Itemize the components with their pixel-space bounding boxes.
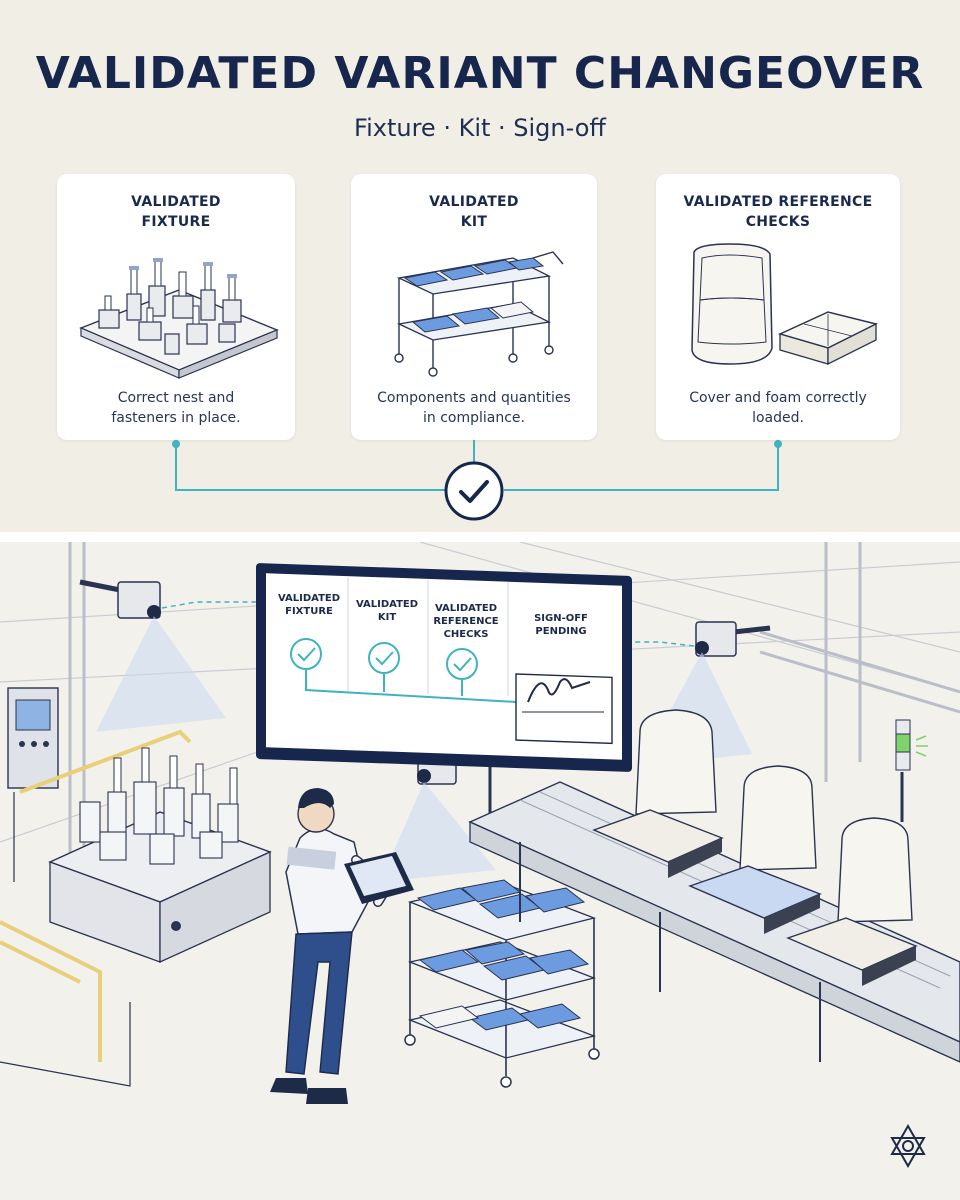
kit-cart-illustration bbox=[394, 251, 564, 377]
seat-3 bbox=[786, 817, 918, 986]
fixture-table bbox=[48, 747, 272, 964]
monitor-label-kit: VALIDATED KIT bbox=[352, 598, 422, 624]
control-panel bbox=[7, 687, 59, 789]
card-title-line: VALIDATED bbox=[429, 194, 519, 210]
factory-scene: VALIDATED FIXTURE VALIDATED KIT VALIDATE… bbox=[0, 542, 960, 1200]
card-validated-reference-checks: VALIDATED REFERENCE CHECKS Cover and foa… bbox=[656, 174, 900, 440]
card-desc-line: Correct nest and bbox=[117, 390, 235, 406]
card-description: Cover and foam correctly loaded. bbox=[666, 388, 890, 428]
factory-scene-illustration bbox=[0, 542, 960, 1169]
operator-figure bbox=[270, 788, 414, 1104]
card-title-line: VALIDATED bbox=[131, 194, 221, 210]
monitor-label-reference-checks: VALIDATED REFERENCE CHECKS bbox=[430, 602, 502, 641]
card-description: Components and quantities in compliance. bbox=[361, 388, 587, 428]
monitor-label-line: SIGN-OFF bbox=[534, 613, 588, 624]
connector-lines bbox=[172, 440, 782, 491]
card-title-line: KIT bbox=[460, 214, 488, 230]
monitor-screen bbox=[256, 563, 632, 772]
monitor-label-line: CHECKS bbox=[443, 629, 489, 640]
card-desc-line: fasteners in place. bbox=[111, 410, 241, 426]
card-validated-fixture: VALIDATED FIXTURE bbox=[57, 174, 295, 440]
monitor-label-fixture: VALIDATED FIXTURE bbox=[274, 592, 344, 618]
check-circle-icon bbox=[444, 461, 504, 521]
page-subtitle: Fixture · Kit · Sign-off bbox=[354, 114, 606, 142]
fixture-illustration bbox=[79, 258, 279, 379]
monitor-label-line: REFERENCE bbox=[433, 616, 499, 627]
card-desc-line: Components and quantities bbox=[377, 390, 571, 406]
monitor-label-line: PENDING bbox=[535, 626, 587, 637]
card-validated-kit: VALIDATED KIT Components and quan bbox=[351, 174, 597, 440]
kit-cart bbox=[404, 879, 600, 1088]
section-divider bbox=[0, 532, 960, 542]
stack-light-icon bbox=[895, 719, 928, 822]
card-title-line: FIXTURE bbox=[141, 214, 211, 230]
monitor-label-line: VALIDATED bbox=[277, 593, 341, 604]
card-description: Correct nest and fasteners in place. bbox=[67, 388, 285, 428]
seat-2 bbox=[688, 765, 822, 934]
monitor-label-line: FIXTURE bbox=[285, 606, 333, 617]
logo-icon bbox=[890, 1123, 926, 1169]
card-desc-line: in compliance. bbox=[423, 410, 525, 426]
monitor-label-signoff: SIGN-OFF PENDING bbox=[516, 612, 606, 638]
page-title: VALIDATED VARIANT CHANGEOVER bbox=[35, 48, 925, 99]
seat-cover-foam-illustration bbox=[691, 243, 879, 366]
card-title: VALIDATED KIT bbox=[361, 192, 587, 232]
monitor-label-line: VALIDATED bbox=[355, 599, 419, 610]
card-desc-line: Cover and foam correctly bbox=[689, 390, 867, 406]
card-title-line: CHECKS bbox=[745, 214, 811, 230]
camera-left-icon bbox=[79, 579, 258, 732]
card-desc-line: loaded. bbox=[752, 410, 804, 426]
card-title-line: VALIDATED REFERENCE bbox=[683, 194, 873, 210]
monitor-label-line: VALIDATED bbox=[434, 603, 498, 614]
monitor-label-line: KIT bbox=[377, 612, 397, 623]
seat-1 bbox=[592, 709, 724, 878]
card-title: VALIDATED REFERENCE CHECKS bbox=[666, 192, 890, 232]
card-title: VALIDATED FIXTURE bbox=[67, 192, 285, 232]
header-section: VALIDATED VARIANT CHANGEOVER Fixture · K… bbox=[0, 0, 960, 532]
